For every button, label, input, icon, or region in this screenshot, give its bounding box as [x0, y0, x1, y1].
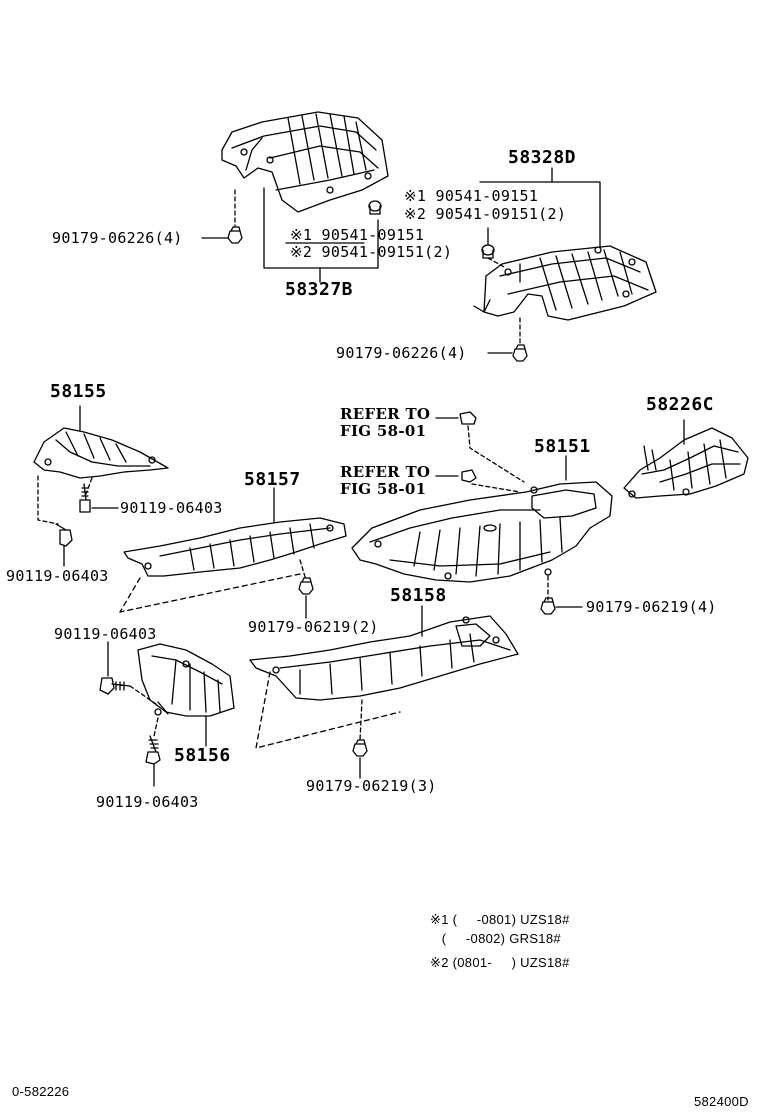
label-58156-bolt2: 90119-06403 [96, 793, 199, 811]
label-58155-bolt2: 90119-06403 [6, 567, 109, 585]
part-58155-shape [33, 427, 169, 479]
label-58156: 58156 [174, 745, 231, 766]
label-58155: 58155 [50, 381, 107, 402]
bolt-58156-lower-icon [145, 735, 161, 765]
label-58328D: 58328D [508, 147, 577, 168]
clip-58328D-icon [481, 244, 495, 259]
figure-code-right: 582400D [694, 1094, 749, 1109]
part-58327B-shape [221, 111, 389, 213]
label-58151-nut: 90179-06219(4) [586, 598, 717, 616]
nut-58328D-icon [512, 344, 528, 362]
refer-clip-2-icon [461, 469, 477, 483]
label-58151: 58151 [534, 436, 591, 457]
bolt-58155-upper-icon [79, 483, 91, 513]
label-refer-2-line2: FIG 58-01 [340, 480, 427, 498]
label-refer-2-line1: REFER TO [340, 463, 431, 481]
label-58226C: 58226C [646, 394, 715, 415]
label-58157: 58157 [244, 469, 301, 490]
nut-58327B-icon [227, 226, 243, 244]
bracket-58328D [479, 167, 601, 247]
part-58157-shape [123, 517, 347, 577]
part-58158-shape [249, 615, 519, 701]
label-58327B-clip1: ※1 90541-09151 [290, 226, 425, 244]
label-58158-nut: 90179-06219(3) [306, 777, 437, 795]
label-58157-nut: 90179-06219(2) [248, 618, 379, 636]
nut-58158-icon [352, 739, 368, 757]
bolt-58155-lower-icon [55, 523, 73, 547]
label-58328D-clip1: ※1 90541-09151 [404, 187, 539, 205]
note-2: ※2 (0801- ) UZS18# [430, 955, 570, 970]
label-58327B-clip2: ※2 90541-09151(2) [290, 243, 453, 261]
clip-58327B-icon [368, 200, 382, 215]
bolt-58156-upper-icon [99, 677, 131, 695]
note-1a: ※1 ( -0801) UZS18# [430, 912, 570, 927]
label-58328D-clip2: ※2 90541-09151(2) [404, 205, 567, 223]
part-58226C-shape [623, 427, 749, 499]
part-58328D-shape [473, 245, 657, 321]
label-58327B-nut: 90179-06226(4) [52, 229, 183, 247]
label-refer-1-line2: FIG 58-01 [340, 422, 427, 440]
nut-58151-icon [540, 597, 556, 615]
label-58327B: 58327B [285, 279, 354, 300]
label-58156-bolt1: 90119-06403 [54, 625, 157, 643]
note-1b: ( -0802) GRS18# [430, 931, 561, 946]
label-58328D-nut: 90179-06226(4) [336, 344, 467, 362]
bracket-58327B [263, 187, 379, 269]
part-58156-shape [137, 643, 235, 717]
label-refer-1-line1: REFER TO [340, 405, 431, 423]
catalog-code-left: 0-582226 [12, 1084, 70, 1099]
part-58151-shape [351, 481, 613, 583]
nut-58157-icon [298, 577, 314, 595]
label-58155-bolt1: 90119-06403 [120, 499, 223, 517]
refer-clip-1-icon [459, 411, 477, 425]
label-58158: 58158 [390, 585, 447, 606]
